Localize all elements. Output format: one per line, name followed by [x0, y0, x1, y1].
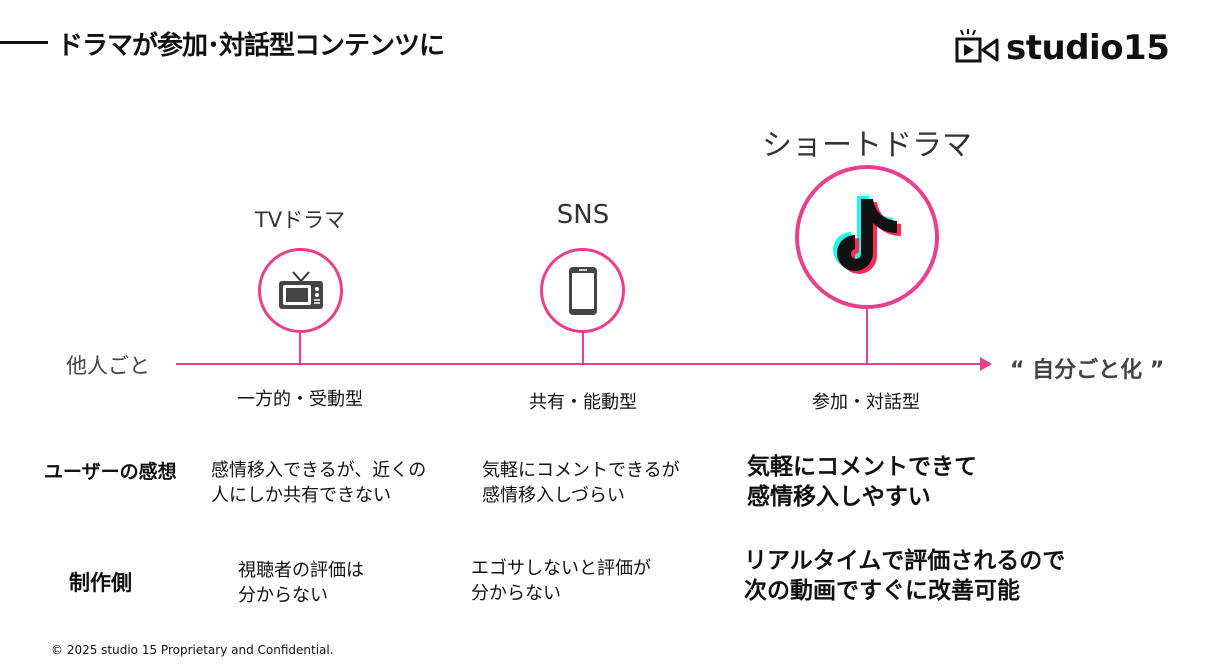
creator-cell-sns: エゴサしないと評価が 分からない: [471, 558, 651, 604]
sns-stem: [582, 333, 584, 364]
stage-title-tv: TVドラマ: [254, 208, 346, 232]
short-drama-stem: [866, 309, 868, 364]
tv-circle: [258, 248, 343, 333]
axis-arrowhead: [980, 357, 992, 371]
smartphone-icon: [568, 266, 597, 315]
user-cell-tv: 感情移入できるが、近くの 人にしか共有できない: [211, 460, 427, 506]
short-drama-circle: [795, 165, 939, 309]
creator-cell-tv: 視聴者の評価は 分からない: [238, 560, 364, 606]
stage-title-sns: SNS: [556, 200, 610, 230]
studio15-logo-icon: [955, 28, 1001, 70]
row-label-creator: 制作側: [69, 571, 132, 595]
stage-subtitle-tv: 一方的・受動型: [237, 389, 363, 410]
axis-left-label: 他人ごと: [66, 354, 150, 378]
copyright-footer: © 2025 studio 15 Proprietary and Confide…: [51, 643, 334, 657]
axis-right-label: “ 自分ごと化 ”: [1010, 358, 1165, 383]
title-rule: [0, 41, 48, 44]
studio15-logo: studio15: [1006, 28, 1170, 68]
tv-icon: [278, 270, 323, 309]
tiktok-icon: [833, 196, 901, 274]
stage-subtitle-short-drama: 参加・対話型: [812, 392, 920, 413]
user-cell-sns: 気軽にコメントできるが 感情移入しづらい: [482, 460, 680, 506]
page-title: ドラマが参加･対話型コンテンツに: [57, 31, 445, 61]
sns-circle: [540, 248, 625, 333]
stage-title-short-drama: ショートドラマ: [762, 128, 972, 163]
user-cell-short-drama: 気軽にコメントできて 感情移入しやすい: [747, 454, 977, 510]
creator-cell-short-drama: リアルタイムで評価されるので 次の動画ですぐに改善可能: [744, 548, 1066, 604]
stage-subtitle-sns: 共有・能動型: [529, 392, 637, 413]
tv-stem: [299, 333, 301, 364]
axis-line: [176, 363, 982, 365]
row-label-user: ユーザーの感想: [44, 461, 177, 483]
